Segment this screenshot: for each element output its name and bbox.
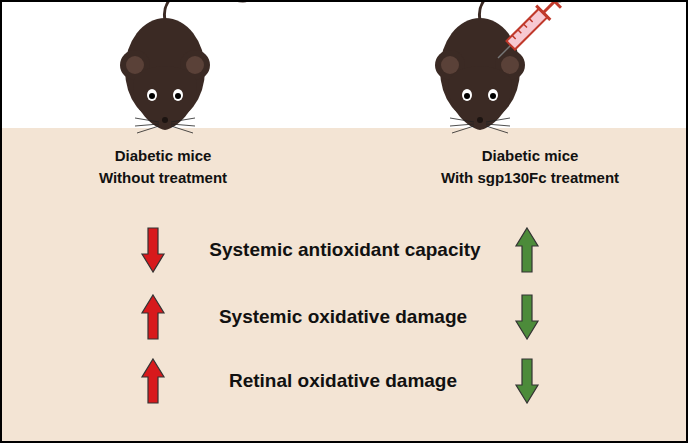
group-caption: Diabetic mice	[115, 147, 212, 164]
group-caption: Without treatment	[99, 169, 227, 186]
outcome-label: Systemic oxidative damage	[219, 306, 467, 328]
group-caption: Diabetic mice	[482, 147, 579, 164]
outcome-label: Systemic antioxidant capacity	[209, 239, 480, 261]
group-caption: With sgp130Fc treatment	[441, 169, 619, 186]
outcome-label: Retinal oxidative damage	[229, 370, 457, 392]
